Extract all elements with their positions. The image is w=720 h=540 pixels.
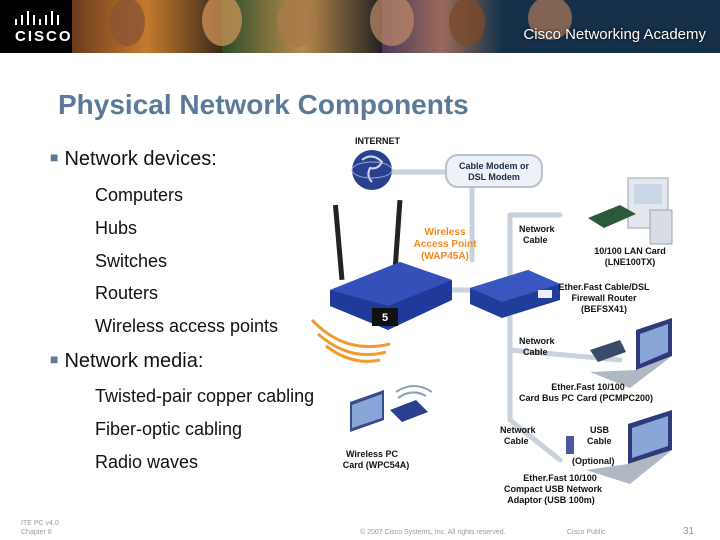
footer-classification: Cisco Public — [567, 529, 606, 536]
network-cable-label-2: Network Cable — [519, 336, 556, 357]
internet-globe-icon — [351, 150, 393, 190]
bullet-network-devices: ■Network devices: — [50, 148, 217, 170]
lan-card-line-1: 10/100 LAN Card — [594, 246, 666, 256]
network-cable-2-line-1: Network — [519, 336, 556, 346]
wireless-ap-label: Wireless Access Point (WAP45A) — [414, 227, 477, 262]
footer-course: ITE PC v4.0 — [21, 520, 59, 527]
usb-cable-line-2: Cable — [587, 436, 612, 446]
list-item: Radio waves — [95, 452, 199, 472]
router-icon — [470, 270, 560, 318]
wireless-ap-line-1: Wireless — [424, 227, 465, 238]
usb-cable-label: USB Cable — [587, 425, 612, 446]
header-banner: CISCO. Cisco Networking Academy — [0, 0, 720, 53]
network-cable-1-line-2: Cable — [523, 235, 548, 245]
slide-title: Physical Network Components — [58, 89, 469, 120]
list-item: Routers — [95, 283, 159, 303]
cisco-bars-icon — [15, 11, 59, 25]
usb-adaptor-label: Ether.Fast 10/100 Compact USB Network Ad… — [504, 473, 603, 505]
usb-adaptor-line-1: Ether.Fast 10/100 — [523, 473, 597, 483]
wireless-pc-card-line-1: Wireless PC — [346, 449, 398, 459]
lan-card-line-2: (LNE100TX) — [605, 257, 656, 267]
pc-card-line-2: Card Bus PC Card (PCMPC200) — [519, 393, 653, 403]
router-label: Ether.Fast Cable/DSL Firewall Router (BE… — [558, 282, 650, 314]
usb-adaptor-line-2: Compact USB Network — [504, 484, 603, 494]
list-item: Computers — [95, 185, 184, 205]
page-number: 31 — [683, 526, 695, 537]
laptop-icon — [590, 318, 672, 388]
router-line-1: Ether.Fast Cable/DSL — [558, 282, 650, 292]
cable-modem-line-1: Cable Modem or — [459, 161, 530, 171]
pc-card-line-1: Ether.Fast 10/100 — [551, 382, 625, 392]
list-item: Hubs — [95, 218, 138, 238]
cable-modem-label: Cable Modem or DSL Modem — [445, 154, 543, 188]
bullet-square-icon: ■ — [50, 351, 59, 367]
lan-card-label: 10/100 LAN Card (LNE100TX) — [594, 246, 666, 267]
network-cable-3-line-1: Network — [500, 425, 537, 435]
list-item: Fiber-optic cabling — [95, 419, 243, 439]
network-cable-3-line-2: Cable — [504, 436, 529, 446]
wireless-pc-card-label: Wireless PC Card (WPC54A) — [343, 449, 410, 470]
desktop-computer-icon — [588, 177, 673, 245]
wireless-pc-card-line-2: Card (WPC54A) — [343, 460, 410, 470]
list-item: Switches — [95, 251, 168, 271]
list-item: Twisted-pair copper cabling — [95, 386, 315, 406]
logo-text: CISCO. — [15, 28, 79, 45]
header-photo-strip — [72, 0, 720, 53]
usb-adaptor-line-3: Adaptor (USB 100m) — [507, 495, 595, 505]
footer-copyright: © 2007 Cisco Systems, Inc. All rights re… — [360, 529, 506, 536]
router-line-3: (BEFSX41) — [581, 304, 627, 314]
optional-label: (Optional) — [572, 456, 615, 466]
router-line-2: Firewall Router — [571, 293, 637, 303]
footer-chapter: Chapter 8 — [21, 529, 52, 536]
cisco-logo: CISCO. — [0, 0, 77, 53]
academy-name: Cisco Networking Academy — [523, 26, 706, 43]
pc-card-label: Ether.Fast 10/100 Card Bus PC Card (PCMP… — [519, 382, 653, 403]
list-item: Wireless access points — [95, 316, 279, 336]
cable-modem-line-2: DSL Modem — [468, 172, 520, 182]
bullet-square-icon: ■ — [50, 149, 59, 165]
network-cable-2-line-2: Cable — [523, 347, 548, 357]
wireless-ap-line-3: (WAP45A) — [421, 251, 469, 262]
wireless-pc-card-icon — [350, 385, 433, 432]
wireless-ap-line-2: Access Point — [414, 239, 477, 250]
laptop-icon — [566, 410, 672, 484]
svg-text:5: 5 — [382, 312, 388, 324]
usb-cable-line-1: USB — [590, 425, 610, 435]
network-cable-label-3: Network Cable — [500, 425, 537, 446]
network-cable-1-line-1: Network — [519, 224, 556, 234]
wireless-access-point-icon: 5 — [310, 199, 452, 363]
label-internet: INTERNET — [355, 136, 401, 146]
bullet-network-media: ■Network media: — [50, 350, 204, 372]
network-cable-label-1: Network Cable — [519, 224, 556, 245]
